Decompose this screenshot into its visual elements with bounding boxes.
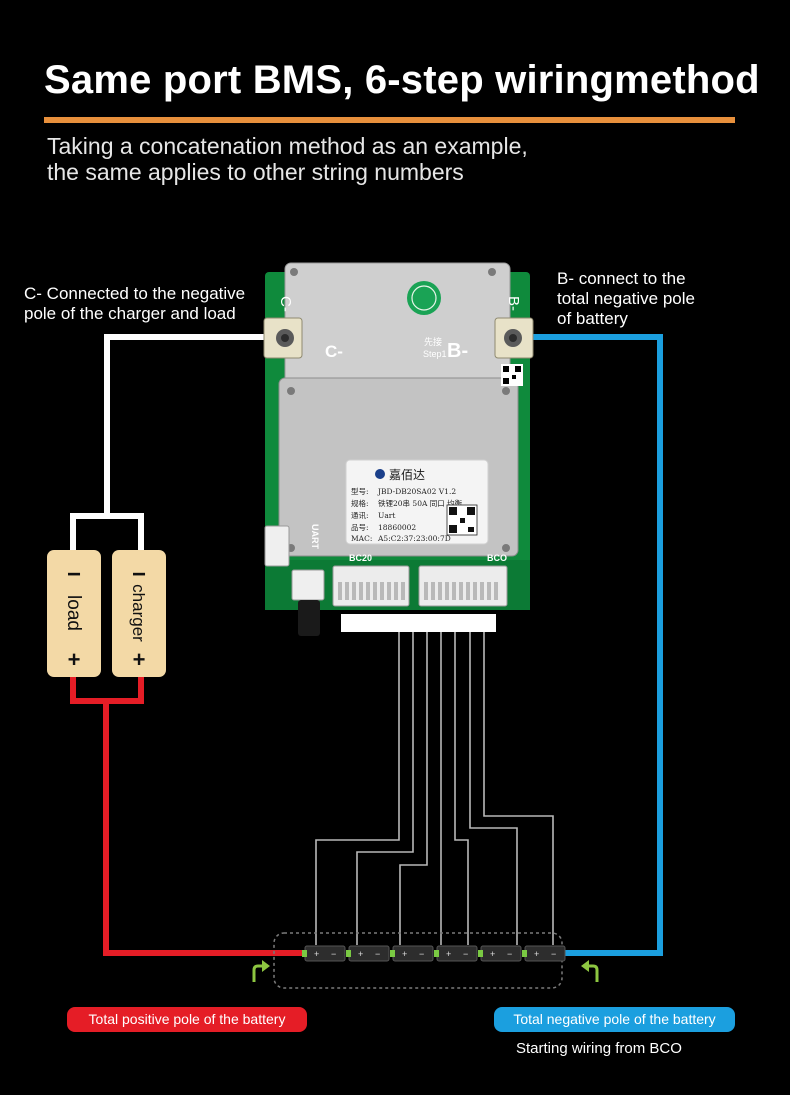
balance-wire-3: [399, 632, 428, 945]
c-minus-wire-charger: [107, 513, 144, 560]
c-minus-note-line-1: C- Connected to the negative: [24, 284, 246, 303]
cell-minus: −: [507, 949, 512, 959]
plate-c-label: C-: [325, 342, 343, 361]
c-minus-note-line-2: pole of the charger and load: [24, 304, 236, 323]
battery-cells: +−+−+−+−+−+−: [302, 945, 566, 962]
cell-minus: −: [463, 949, 468, 959]
charger-label: charger: [129, 584, 148, 642]
b-minus-note-line-1: B- connect to the: [557, 269, 686, 288]
page-title: Same port BMS, 6-step wiringmethod: [44, 58, 760, 102]
sticker-key-5: MAC:: [351, 534, 372, 543]
cell-minus: −: [375, 949, 380, 959]
cell-plus: +: [534, 949, 539, 959]
charger-plus: +: [133, 647, 146, 672]
sticker-val-5: A5:C2:37:23:00:7D: [377, 534, 451, 543]
small-connector: [291, 569, 325, 601]
sticker-val-4: 18860002: [378, 523, 416, 532]
sticker-key-2: 规格:: [351, 498, 369, 508]
bc20-label: BC20: [349, 553, 372, 563]
balance-wire-1: [315, 632, 400, 945]
balance-wire-7: [483, 632, 554, 945]
sticker-val-1: JBD-DB20SA02 V1.2: [377, 487, 456, 496]
charger-minus: −: [132, 561, 146, 588]
balance-wire-2: [356, 632, 414, 945]
battery-cell: +−: [478, 945, 522, 962]
cell-plus: +: [358, 949, 363, 959]
load-minus: −: [67, 561, 81, 588]
cell-plus: +: [446, 949, 451, 959]
sticker-logo-icon: [375, 469, 385, 479]
bms-board: 嘉佰达 型号: JBD-DB20SA02 V1.2 规格: 铁锂20串 50A …: [263, 262, 534, 636]
positive-wire-charger: [106, 670, 144, 704]
bc0-label: BCO: [487, 553, 507, 563]
sticker-key-3: 通讯:: [351, 510, 369, 520]
edge-b-label: B-: [505, 296, 522, 311]
cell-minus: −: [331, 949, 336, 959]
uart-connector: [264, 525, 290, 567]
uart-label: UART: [310, 524, 320, 549]
subtitle-line-2: the same applies to other string numbers: [47, 159, 464, 185]
total-positive-label: Total positive pole of the battery: [67, 1007, 307, 1032]
c-minus-wire: [70, 334, 285, 560]
load-terminal: − load +: [47, 550, 101, 677]
subtitle-line-1: Taking a concatenation method as an exam…: [47, 133, 528, 159]
start-arrow-left-icon: [252, 964, 266, 982]
cell-plus: +: [314, 949, 319, 959]
edge-c-label: C-: [277, 296, 294, 312]
balance-wires: [315, 632, 554, 945]
balance-wire-6: [469, 632, 518, 945]
title-underline: [44, 117, 735, 123]
b-minus-note: B- connect to the total negative pole of…: [557, 269, 695, 329]
total-negative-label: Total negative pole of the battery: [494, 1007, 735, 1032]
b-minus-note-line-3: of battery: [557, 309, 628, 328]
subtitle: Taking a concatenation method as an exam…: [47, 133, 528, 185]
sticker-brand: 嘉佰达: [389, 468, 425, 482]
battery-cell: +−: [434, 945, 478, 962]
positive-wire: [70, 670, 312, 956]
balance-wire-5: [454, 632, 469, 945]
load-plus: +: [68, 647, 81, 672]
sticker-key-4: 品号:: [351, 523, 369, 532]
start-note: Starting wiring from BCO: [516, 1040, 682, 1057]
battery-cell: +−: [302, 945, 346, 962]
battery-cell: +−: [346, 945, 390, 962]
c-minus-note: C- Connected to the negative pole of the…: [24, 284, 245, 324]
cell-plus: +: [402, 949, 407, 959]
cell-minus: −: [551, 949, 556, 959]
battery-cell: +−: [390, 945, 434, 962]
cell-minus: −: [419, 949, 424, 959]
top-plate: [284, 262, 511, 396]
cell-plus: +: [490, 949, 495, 959]
sticker-val-2: 铁锂20串 50A 同口 均衡: [378, 498, 463, 508]
start-arrow-right-icon: [585, 964, 599, 982]
battery-cell: +−: [522, 945, 566, 962]
board-cable: [298, 600, 320, 636]
sticker-val-3: Uart: [378, 511, 395, 520]
load-label: load: [63, 595, 84, 631]
charger-terminal: − charger +: [112, 550, 166, 677]
balance-plug: [341, 614, 496, 632]
step-label: Step1: [423, 349, 447, 359]
negative-wire: [511, 334, 663, 956]
sticker-key-1: 型号:: [351, 487, 369, 496]
step-label-cn: 先接: [424, 336, 442, 347]
b-minus-note-line-2: total negative pole: [557, 289, 695, 308]
plate-b-label: B-: [447, 340, 468, 362]
